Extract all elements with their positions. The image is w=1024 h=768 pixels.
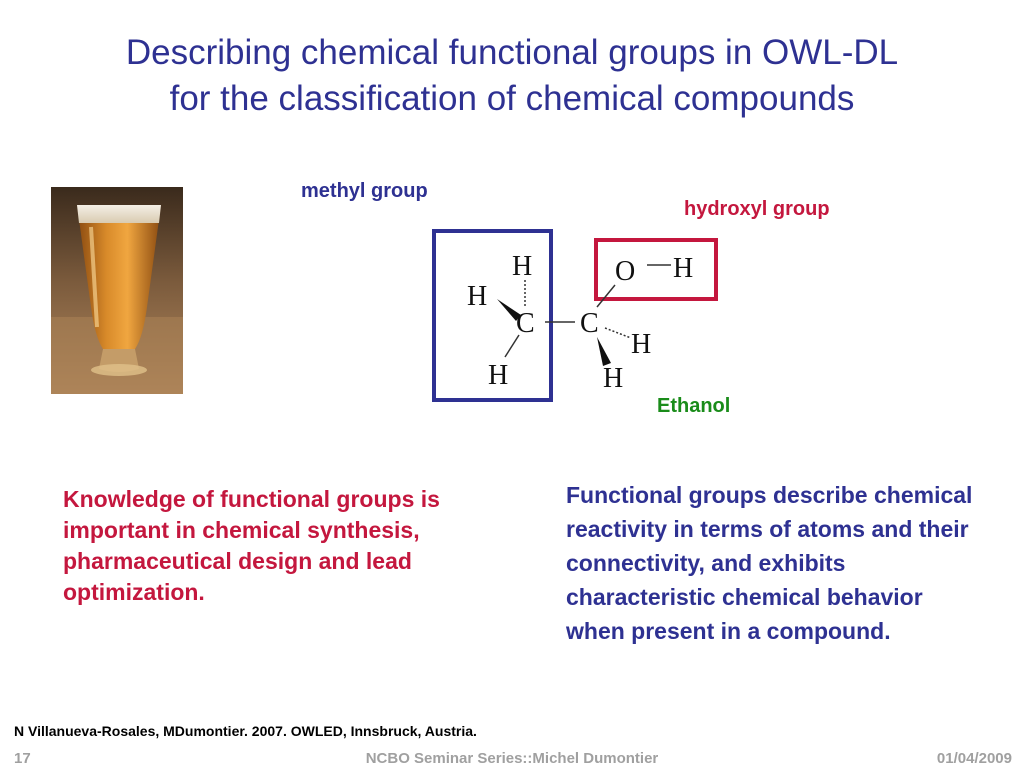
- title-line-1: Describing chemical functional groups in…: [125, 33, 899, 72]
- hydroxyl-group-label: hydroxyl group: [684, 198, 830, 220]
- bond-ch-bottom: [504, 334, 520, 358]
- bond-ch-left: [497, 299, 521, 321]
- atom-h-right: H: [631, 329, 651, 360]
- bond-co: [596, 284, 616, 308]
- page-number: 17: [14, 750, 31, 767]
- methyl-group-label: methyl group: [301, 180, 428, 202]
- atom-h-left: H: [467, 281, 487, 312]
- bond-ch-right: [604, 327, 632, 339]
- bond-ch-lower: [597, 337, 611, 366]
- knowledge-text: Knowledge of functional groups is import…: [63, 486, 440, 605]
- beer-glass-photo: [51, 187, 183, 394]
- slide-title: Describing chemical functional groups in…: [40, 30, 984, 122]
- atom-h-hydroxyl: H: [673, 253, 693, 284]
- hydroxyl-group-box: [594, 238, 718, 301]
- citation: N Villanueva-Rosales, MDumontier. 2007. …: [14, 723, 477, 739]
- functional-groups-text: Functional groups describe chemical reac…: [566, 482, 973, 644]
- ethanol-label: Ethanol: [657, 395, 731, 417]
- atom-h-bottom: H: [488, 360, 508, 391]
- atom-o: O: [615, 256, 635, 287]
- slide-date: 01/04/2009: [936, 750, 1012, 767]
- atom-c-right: C: [580, 308, 599, 339]
- slide-footer: 17 NCBO Seminar Series::Michel Dumontier…: [0, 750, 1024, 768]
- atom-h-lower: H: [603, 363, 623, 394]
- title-line-2: for the classification of chemical compo…: [169, 79, 855, 118]
- methyl-group-box: [432, 229, 553, 402]
- atom-h-top: H: [512, 251, 532, 282]
- ethanol-structure-diagram: H H C H C O H H H: [432, 229, 718, 402]
- atom-c-left: C: [516, 308, 535, 339]
- seminar-series: NCBO Seminar Series::Michel Dumontier: [365, 750, 659, 767]
